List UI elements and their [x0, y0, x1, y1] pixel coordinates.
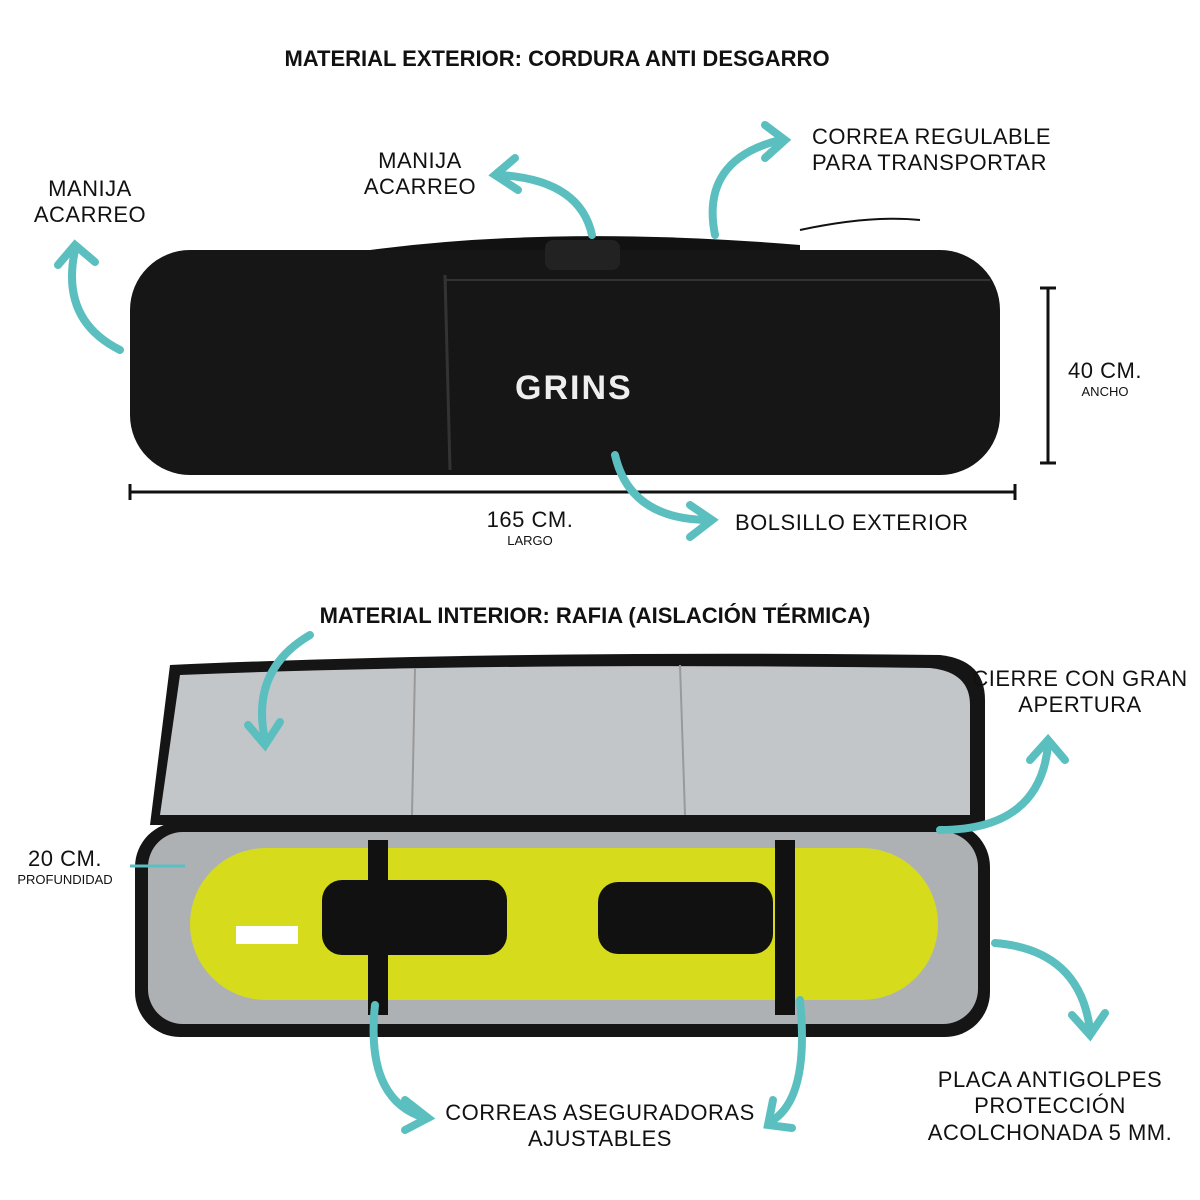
depth-value: 20 CM. — [28, 846, 102, 871]
bag-exterior — [130, 217, 1000, 475]
width-caption: ANCHO — [1081, 384, 1129, 399]
interior-title: MATERIAL INTERIOR: RAFIA (AISLACIÓN TÉRM… — [319, 603, 871, 628]
label-zipper: CIERRE CON GRAN APERTURA — [972, 666, 1188, 718]
label-handle-left: MANIJA ACARREO — [33, 176, 147, 228]
label-handle-center: MANIJA ACARREO — [363, 148, 477, 200]
length-value: 165 CM. — [486, 507, 574, 532]
snowboard — [190, 848, 938, 1000]
label-strap: CORREA REGULABLE PARA TRANSPORTAR — [812, 124, 1052, 176]
bag-interior — [130, 653, 990, 1037]
exterior-title: MATERIAL EXTERIOR: CORDURA ANTI DESGARRO — [284, 46, 830, 71]
callout-arrows — [54, 121, 1109, 1134]
handle — [545, 240, 620, 270]
label-pocket: BOLSILLO EXTERIOR — [735, 510, 969, 535]
depth-caption: PROFUNDIDAD — [17, 872, 113, 887]
length-caption: LARGO — [507, 533, 553, 548]
label-straps: CORREAS ASEGURADORAS AJUSTABLES — [445, 1100, 755, 1152]
brand-logo: GRINS — [515, 369, 633, 407]
width-value: 40 CM. — [1068, 358, 1142, 383]
label-padding: PLACA ANTIGOLPES PROTECCIÓN ACOLCHONADA … — [927, 1067, 1173, 1145]
